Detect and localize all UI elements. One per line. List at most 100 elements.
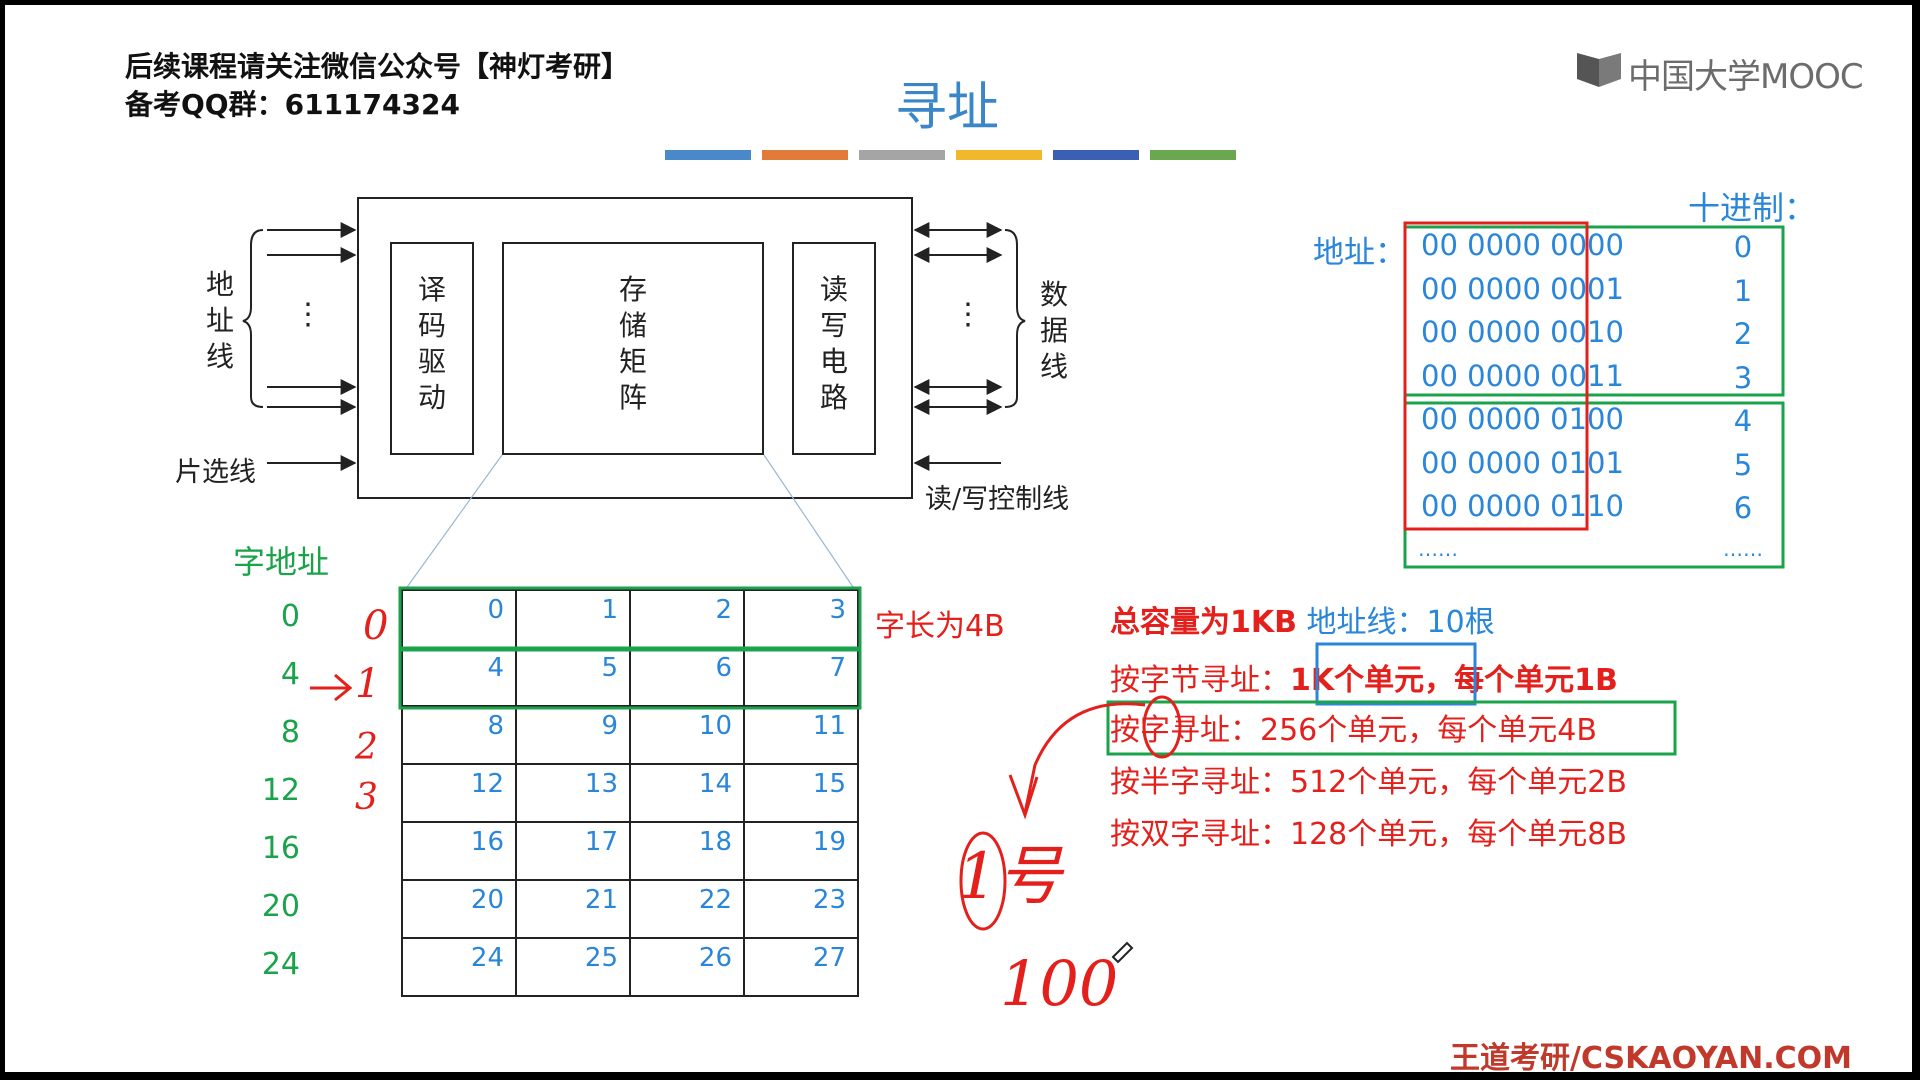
byte-unit-size: ，每个单元1B	[1424, 663, 1618, 698]
handwriting-strokes	[310, 673, 1182, 931]
hand-row-2: 2	[355, 727, 378, 768]
decimal-address: 1	[1733, 273, 1753, 308]
decimal-address: 2	[1733, 317, 1753, 351]
word-addressing: 按字寻址：256个单元，每个单元4B	[1110, 713, 1597, 748]
data-dots: ⋮	[953, 297, 983, 332]
byte-cell: 21	[584, 885, 618, 915]
binary-address: 00 0000 0110	[1421, 489, 1624, 523]
binary-address: 00 0000 0001	[1421, 271, 1624, 306]
byte-cell: 9	[601, 711, 618, 741]
rw-circuit-box	[792, 242, 876, 455]
word-length-note: 字长为4B	[875, 609, 1005, 644]
hand-row-0: 0	[363, 603, 389, 649]
binary-address: 00 0000 0100	[1421, 402, 1624, 436]
byte-cell: 7	[829, 653, 846, 683]
mooc-brand: 中国大学MOOC	[1628, 57, 1864, 97]
slide: 后续课程请关注微信公众号【神灯考研】 备考QQ群：611174324 寻址 中国…	[5, 5, 1912, 1072]
chip-select-label: 片选线	[175, 457, 256, 488]
diagram-overlay	[242, 221, 1785, 997]
storage-matrix-box	[502, 242, 764, 455]
data-lines-label: 数据线	[1039, 278, 1068, 383]
footer-brand: 王道考研/CSKAOYAN.COM	[1450, 1041, 1852, 1072]
decimal-address: 6	[1733, 491, 1753, 525]
byte-addressing: 按字节寻址：1K个单元，每个单元1B	[1110, 655, 1618, 699]
byte-cell: 10	[698, 711, 732, 741]
decimal-address: 0	[1733, 230, 1753, 264]
binary-address: 00 0000 0101	[1421, 445, 1624, 480]
byte-cell: 15	[812, 769, 846, 799]
address-dots: ⋮	[293, 297, 323, 332]
byte-cell: 17	[584, 827, 618, 857]
byte-addressing-prefix: 按字节寻址：	[1110, 663, 1290, 698]
hand-row-3: 3	[355, 777, 378, 818]
data-line-arrows	[913, 222, 1026, 471]
half-word-addressing: 按半字寻址：512个单元，每个单元2B	[1110, 765, 1627, 800]
page-title: 寻址	[895, 78, 1000, 138]
wechat-note: 后续课程请关注微信公众号【神灯考研】	[125, 50, 630, 83]
address-label: 地址：	[1313, 235, 1406, 271]
byte-cell: 11	[812, 711, 846, 741]
word-address: 4	[280, 657, 300, 692]
qq-group-note: 备考QQ群：611174324	[125, 88, 460, 121]
hand-number-label: 1号	[957, 840, 1062, 914]
byte-cell: 12	[470, 769, 504, 799]
word-address: 16	[261, 831, 300, 866]
word-address: 24	[261, 947, 300, 982]
decoder-label: 译码驱动	[417, 273, 446, 414]
byte-cell: 6	[715, 653, 732, 683]
title-color-bar	[762, 150, 848, 160]
byte-cell: 0	[487, 595, 504, 625]
byte-cell: 26	[698, 943, 732, 973]
decimal-label: 十进制：	[1688, 189, 1817, 227]
byte-cell: 20	[470, 885, 504, 915]
binary-address: 00 0000 0010	[1421, 315, 1624, 349]
byte-cell: 18	[698, 827, 732, 857]
decimal-address: 5	[1733, 447, 1753, 482]
word-address: 8	[280, 715, 300, 750]
pen-cursor-icon	[1111, 941, 1134, 964]
decoder-box	[390, 242, 474, 455]
byte-cell: 16	[470, 827, 504, 857]
byte-cell: 25	[584, 943, 618, 973]
byte-cell: 1	[601, 595, 618, 625]
double-word-addressing: 按双字寻址：128个单元，每个单元8B	[1110, 817, 1627, 852]
address-lines-label: 地址线	[205, 268, 234, 373]
title-color-bar	[665, 150, 751, 160]
byte-cell: 8	[487, 711, 504, 741]
title-color-bar	[1053, 150, 1139, 160]
word-address-header: 字地址	[233, 543, 330, 581]
byte-cell: 2	[715, 595, 732, 625]
byte-cell: 5	[601, 653, 618, 683]
title-color-bar	[1150, 150, 1236, 160]
byte-cell: 24	[470, 943, 504, 973]
address-line-count: 地址线：10根	[1306, 605, 1495, 640]
memory-chip	[357, 197, 913, 499]
byte-cell: 3	[829, 595, 846, 625]
address-ellipsis: ……	[1418, 537, 1458, 561]
decimal-address: 3	[1733, 360, 1753, 395]
decimal-ellipsis: ……	[1723, 537, 1763, 561]
rw-circuit-label: 读写电路	[819, 273, 848, 414]
byte-cell: 27	[812, 943, 846, 973]
byte-cell: 22	[698, 885, 732, 915]
byte-cell: 4	[487, 653, 504, 683]
binary-address: 00 0000 0011	[1421, 358, 1624, 393]
title-color-bar	[859, 150, 945, 160]
byte-cell: 14	[698, 769, 732, 799]
byte-units: 1K个单元	[1290, 663, 1425, 698]
word-address: 20	[261, 889, 300, 924]
hand-hundred: 100	[1000, 947, 1119, 1020]
decimal-address: 4	[1733, 404, 1753, 438]
address-line-arrows	[242, 222, 357, 471]
word-address: 0	[280, 599, 300, 634]
byte-cell: 23	[812, 885, 846, 915]
binary-address: 00 0000 0000	[1421, 228, 1624, 262]
title-color-bar	[956, 150, 1042, 160]
mooc-logo-icon	[1577, 53, 1621, 87]
byte-cell: 13	[584, 769, 618, 799]
total-capacity-value: 总容量为1KB	[1110, 605, 1297, 640]
byte-cell: 19	[812, 827, 846, 857]
word-address: 12	[261, 773, 300, 808]
hand-row-1: 1	[355, 661, 381, 707]
rw-control-label: 读/写控制线	[925, 484, 1070, 515]
